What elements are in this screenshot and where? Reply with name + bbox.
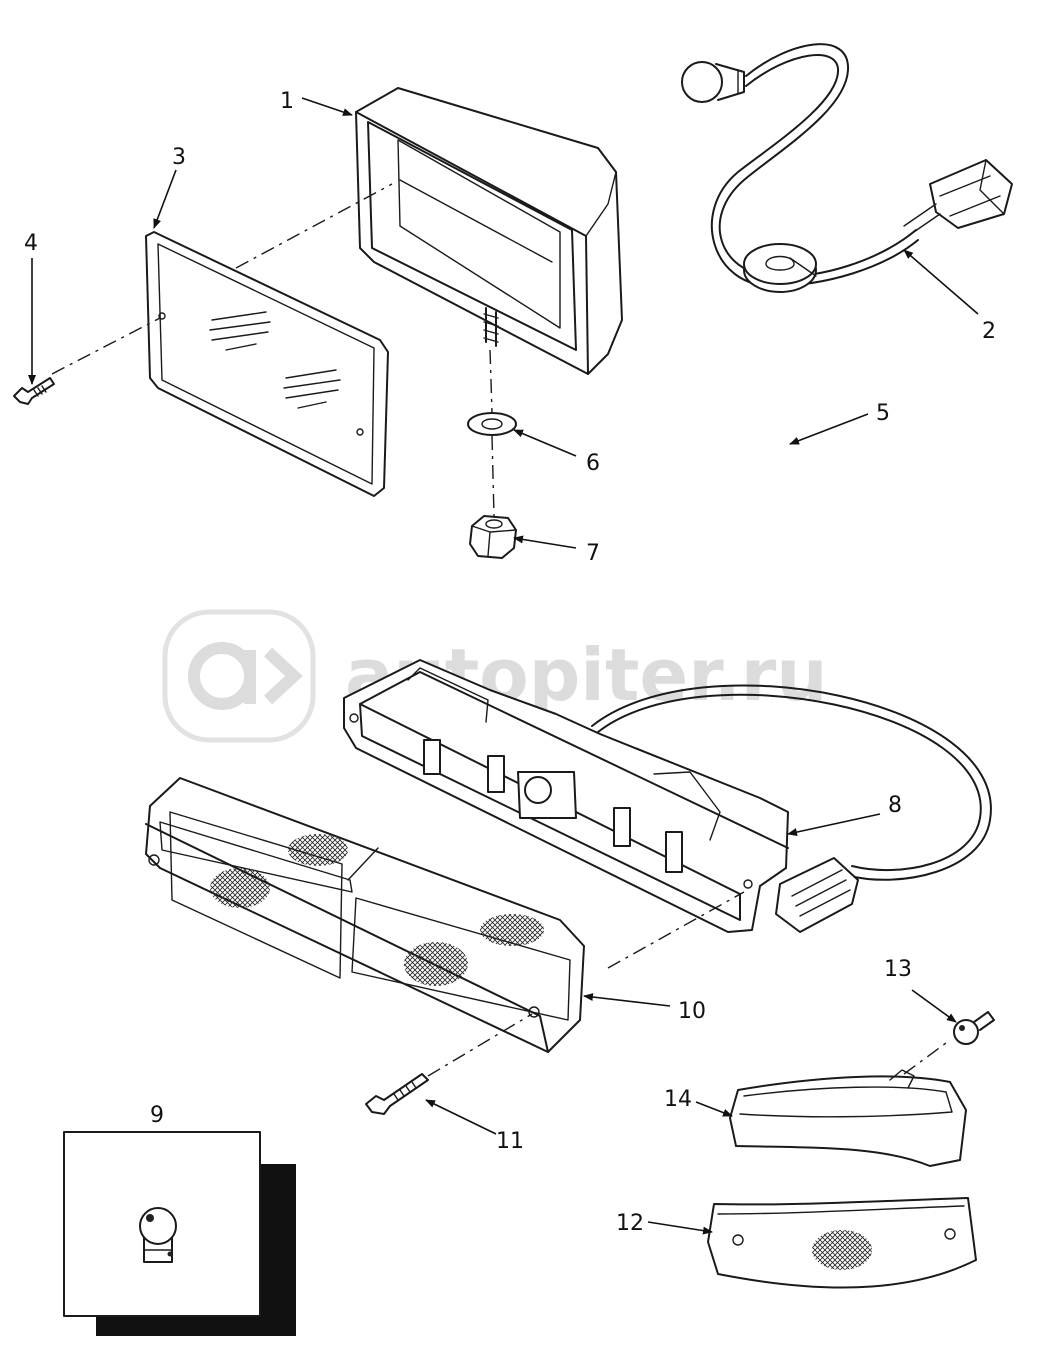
part-9-bulb-inset	[63, 1131, 296, 1336]
part-8-turn-lamp-housing	[343, 659, 992, 933]
callout-6: 6	[586, 451, 600, 476]
part-3-lens	[145, 231, 389, 497]
callout-14: 14	[664, 1087, 692, 1112]
assembly-lines	[51, 183, 951, 1077]
callout-5: 5	[876, 401, 890, 426]
callout-1: 1	[280, 89, 294, 114]
part-14-side-marker-housing	[729, 1069, 967, 1167]
part-11-screw	[365, 1073, 429, 1115]
part-13-small-bulb	[953, 1011, 995, 1045]
callout-labels: 1 2 3 4 5 6 7 8 9 10 11 12 13 14	[24, 89, 996, 1236]
part-7-nut	[469, 515, 517, 559]
callout-4: 4	[24, 231, 38, 256]
callout-3: 3	[172, 145, 186, 170]
callout-12: 12	[616, 1211, 644, 1236]
callout-13: 13	[884, 957, 912, 982]
watermark-logo-frame	[162, 609, 316, 743]
callout-8: 8	[888, 793, 902, 818]
part-6-washer	[467, 412, 517, 436]
part-2-bulb-harness	[681, 43, 1013, 287]
part-10-turn-lamp-lens	[145, 777, 585, 1053]
part-1-lamp-housing	[355, 87, 623, 375]
watermark-logo-icon	[188, 642, 303, 710]
callout-2: 2	[982, 319, 996, 344]
part-4-screw	[13, 377, 55, 405]
callout-11: 11	[496, 1129, 524, 1154]
callout-10: 10	[678, 999, 706, 1024]
part-5-grommet	[743, 243, 817, 293]
part-12-side-marker-lens	[707, 1197, 977, 1289]
callout-7: 7	[586, 541, 600, 566]
callout-leaders	[28, 97, 979, 1235]
callout-9: 9	[150, 1103, 164, 1128]
